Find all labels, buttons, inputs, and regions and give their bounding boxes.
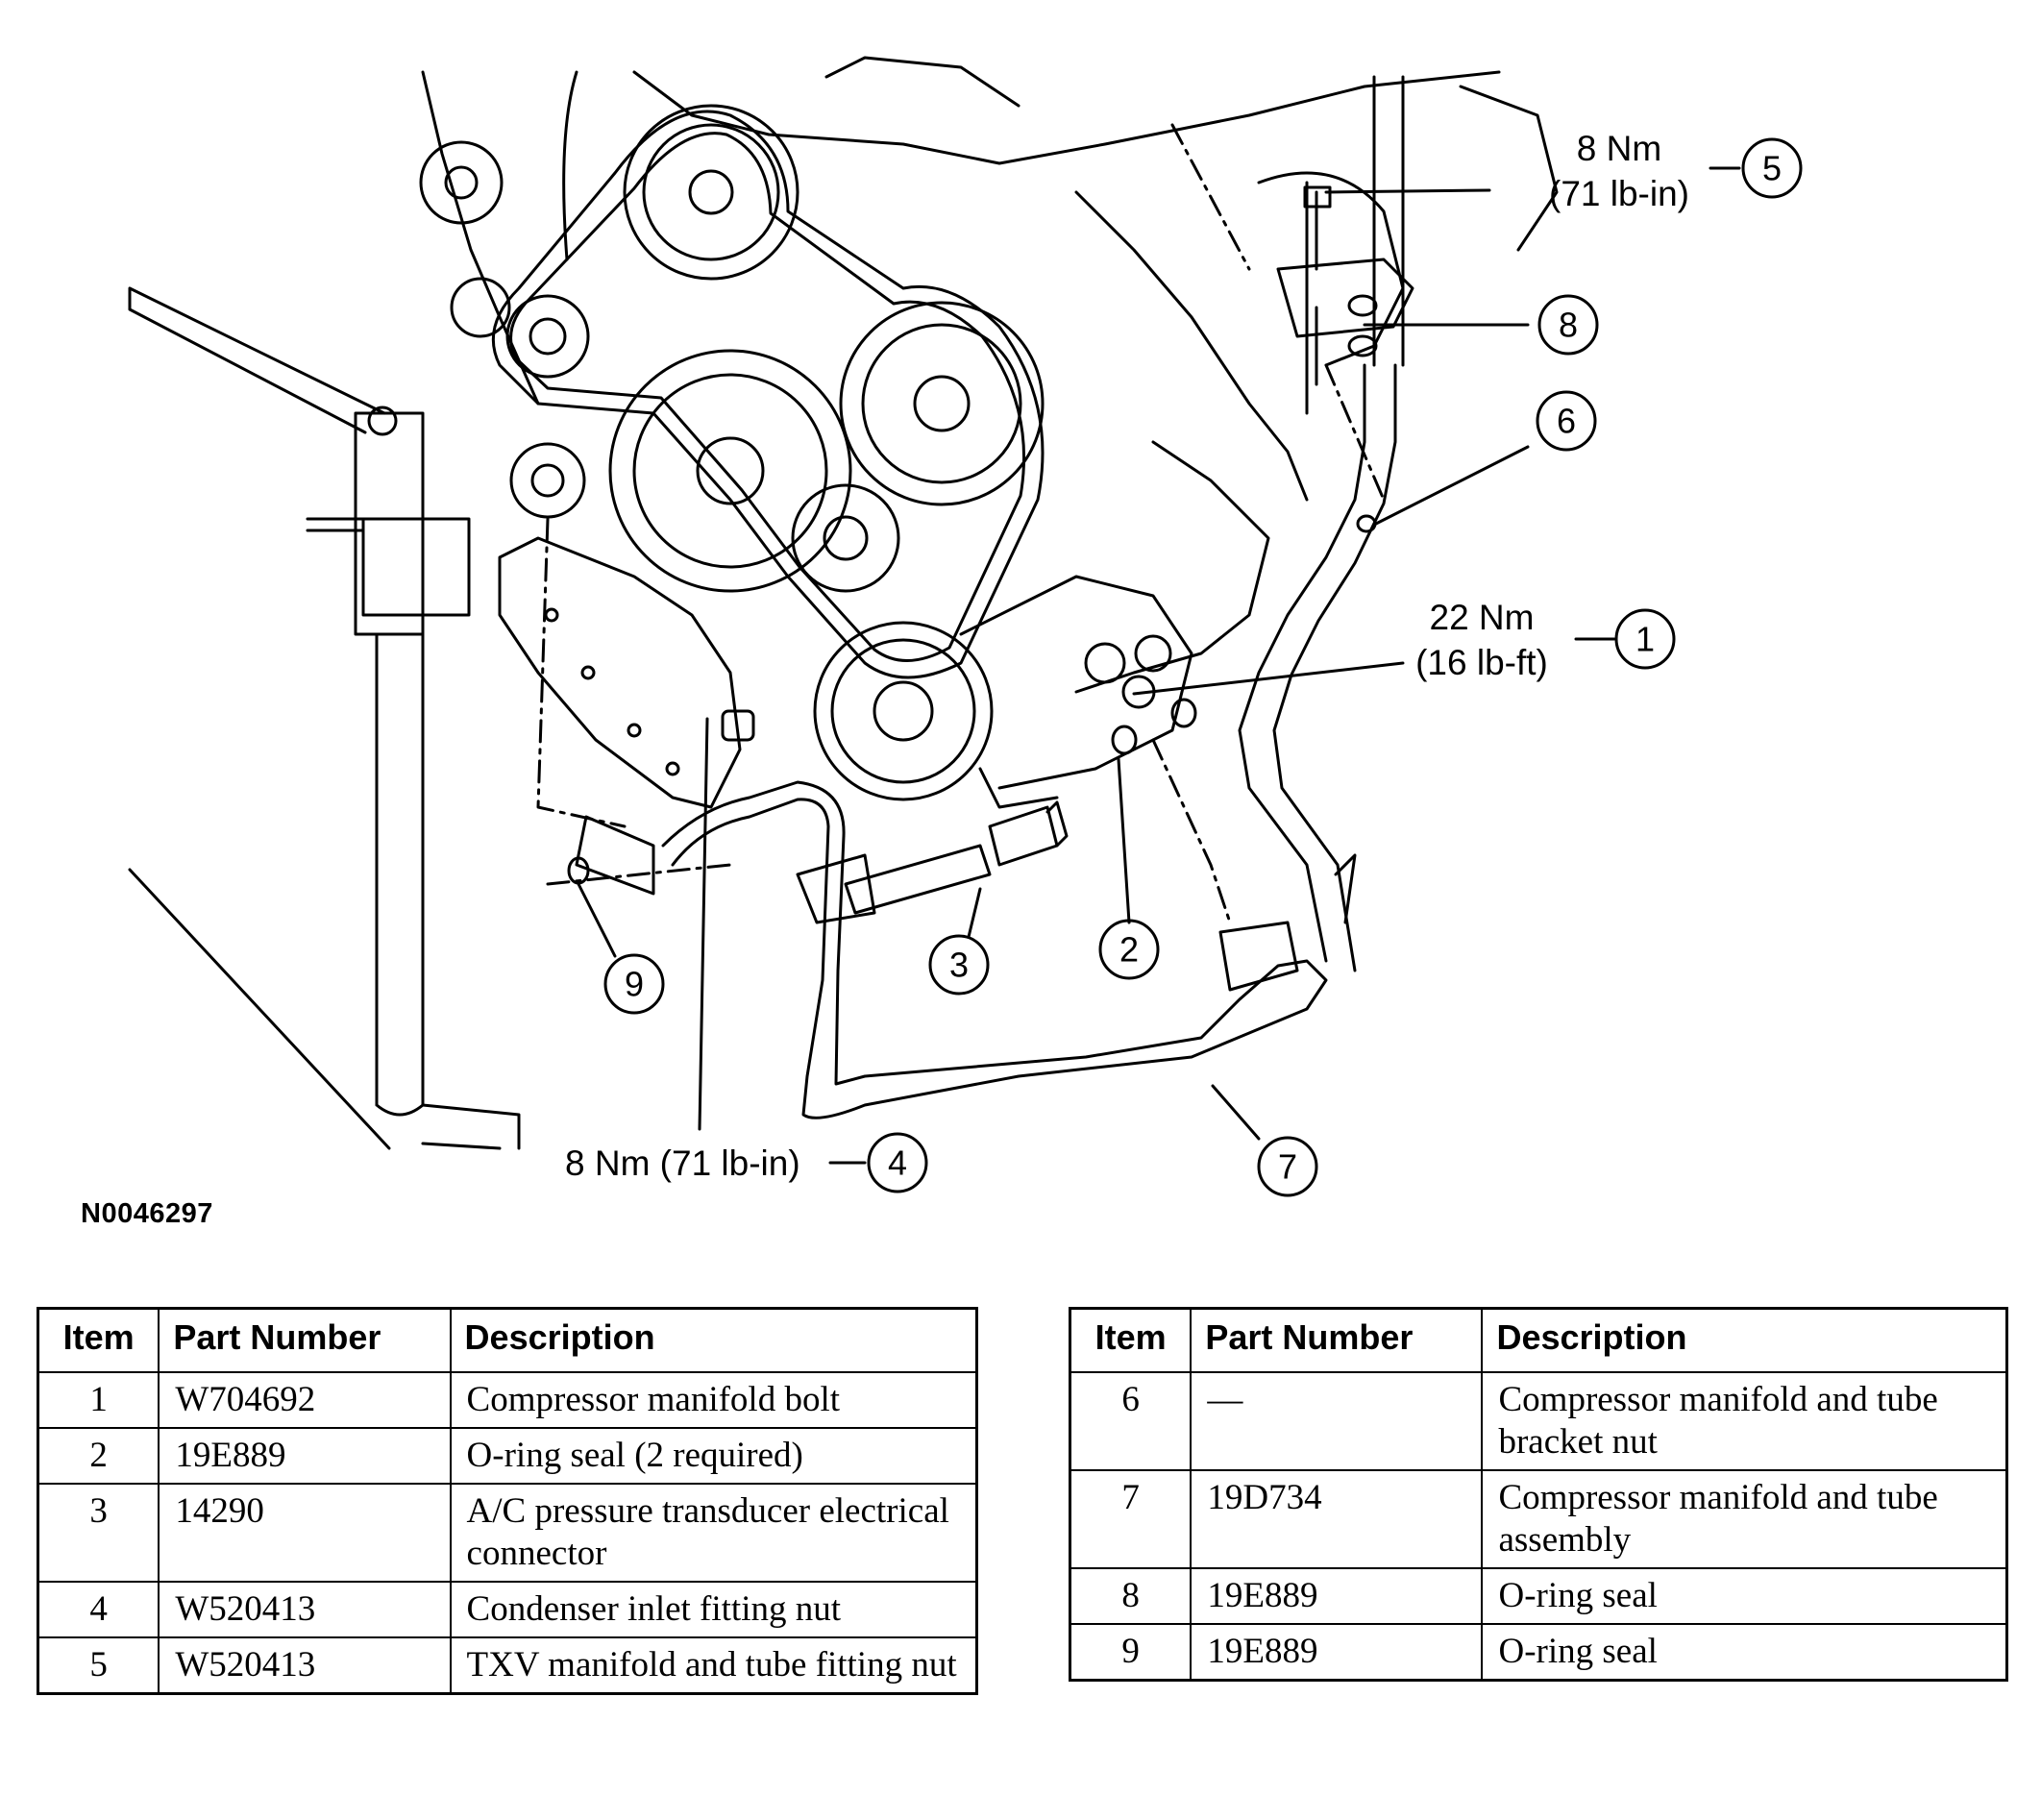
table-header-row: Item Part Number Description bbox=[1069, 1307, 2008, 1373]
table-row: 7 19D734 Compressor manifold and tube as… bbox=[1069, 1469, 2008, 1569]
cell-description: Compressor manifold and tube assembly bbox=[1481, 1469, 2008, 1569]
ac-compressor bbox=[813, 575, 1193, 809]
header-item: Item bbox=[37, 1307, 160, 1373]
table-row: 2 19E889 O-ring seal (2 required) bbox=[37, 1427, 978, 1485]
o-rings bbox=[567, 294, 1378, 885]
header-part-number: Part Number bbox=[158, 1307, 452, 1373]
leader-lines bbox=[577, 166, 1741, 1165]
table-row: 8 19E889 O-ring seal bbox=[1069, 1567, 2008, 1625]
callout-3-number: 3 bbox=[949, 946, 969, 985]
cell-part-number: — bbox=[1190, 1371, 1484, 1471]
callout-7-number: 7 bbox=[1278, 1147, 1297, 1187]
callout-2-number: 2 bbox=[1119, 930, 1139, 970]
cell-item: 7 bbox=[1069, 1469, 1193, 1569]
accessory-drive-belt bbox=[491, 110, 1045, 679]
txv-fitting bbox=[1276, 185, 1414, 386]
callout-4-number: 4 bbox=[888, 1144, 907, 1183]
cell-item: 9 bbox=[1069, 1623, 1193, 1682]
cell-item: 8 bbox=[1069, 1567, 1193, 1625]
engine-ac-diagram: 1 2 3 4 5 6 7 8 9 22 Nm (16 lb-ft) 8 Nm … bbox=[128, 56, 1803, 1197]
callout-4-torque: 8 Nm (71 lb-in) bbox=[565, 1144, 800, 1183]
header-item: Item bbox=[1069, 1307, 1193, 1373]
table-row: 3 14290 A/C pressure transducer electric… bbox=[37, 1483, 978, 1583]
callout-circles bbox=[603, 137, 1803, 1197]
cell-part-number: 19D734 bbox=[1190, 1469, 1484, 1569]
callout-5-torque-alt: (71 lb-in) bbox=[1549, 174, 1689, 213]
cell-item: 2 bbox=[37, 1427, 160, 1485]
cell-description: O-ring seal bbox=[1481, 1623, 2008, 1682]
callout-5-number: 5 bbox=[1762, 149, 1782, 188]
table-row: 4 W520413 Condenser inlet fitting nut bbox=[37, 1581, 978, 1638]
figure-id: N0046297 bbox=[81, 1198, 213, 1229]
engine-block bbox=[421, 56, 1559, 694]
cell-item: 4 bbox=[37, 1581, 160, 1638]
cell-part-number: 14290 bbox=[158, 1483, 452, 1583]
parts-table-right: Item Part Number Description 6 — Compres… bbox=[1069, 1307, 2008, 1682]
callout-9-number: 9 bbox=[625, 965, 644, 1004]
callout-6-number: 6 bbox=[1557, 402, 1576, 441]
table-row: 6 — Compressor manifold and tube bracket… bbox=[1069, 1371, 2008, 1471]
cell-part-number: W704692 bbox=[158, 1371, 452, 1429]
cell-description: Compressor manifold bolt bbox=[449, 1371, 978, 1429]
cell-description: TXV manifold and tube fitting nut bbox=[449, 1636, 978, 1695]
cell-description: O-ring seal bbox=[1481, 1567, 2008, 1625]
cell-part-number: 19E889 bbox=[1190, 1623, 1484, 1682]
compressor-mounting-bracket bbox=[498, 536, 755, 809]
parts-table-left: Item Part Number Description 1 W704692 C… bbox=[37, 1307, 978, 1695]
cell-item: 6 bbox=[1069, 1371, 1193, 1471]
cell-part-number: 19E889 bbox=[158, 1427, 452, 1485]
header-description: Description bbox=[1481, 1307, 2008, 1373]
cell-description: O-ring seal (2 required) bbox=[449, 1427, 978, 1485]
callout-8-number: 8 bbox=[1559, 306, 1578, 345]
manifold-tube-assembly bbox=[575, 363, 1397, 1119]
table-header-row: Item Part Number Description bbox=[37, 1307, 978, 1373]
cell-description: A/C pressure transducer electrical conne… bbox=[449, 1483, 978, 1583]
header-part-number: Part Number bbox=[1190, 1307, 1484, 1373]
callout-1-number: 1 bbox=[1635, 620, 1655, 659]
cell-description: Compressor manifold and tube bracket nut bbox=[1481, 1371, 2008, 1471]
callout-5-torque: 8 Nm bbox=[1577, 129, 1661, 168]
cell-part-number: W520413 bbox=[158, 1581, 452, 1638]
pulleys bbox=[419, 104, 1045, 593]
cell-part-number: 19E889 bbox=[1190, 1567, 1484, 1625]
callout-1-torque-alt: (16 lb-ft) bbox=[1415, 643, 1548, 682]
cell-description: Condenser inlet fitting nut bbox=[449, 1581, 978, 1638]
cell-item: 3 bbox=[37, 1483, 160, 1583]
pressure-transducer-connector bbox=[844, 800, 1069, 915]
cell-item: 5 bbox=[37, 1636, 160, 1695]
radiator-support bbox=[128, 286, 521, 1150]
table-row: 5 W520413 TXV manifold and tube fitting … bbox=[37, 1636, 978, 1695]
table-row: 1 W704692 Compressor manifold bolt bbox=[37, 1371, 978, 1429]
table-row: 9 19E889 O-ring seal bbox=[1069, 1623, 2008, 1682]
cell-item: 1 bbox=[37, 1371, 160, 1429]
header-description: Description bbox=[449, 1307, 978, 1373]
cell-part-number: W520413 bbox=[158, 1636, 452, 1695]
alignment-lines bbox=[536, 123, 1386, 924]
callout-1-torque: 22 Nm bbox=[1430, 598, 1535, 637]
